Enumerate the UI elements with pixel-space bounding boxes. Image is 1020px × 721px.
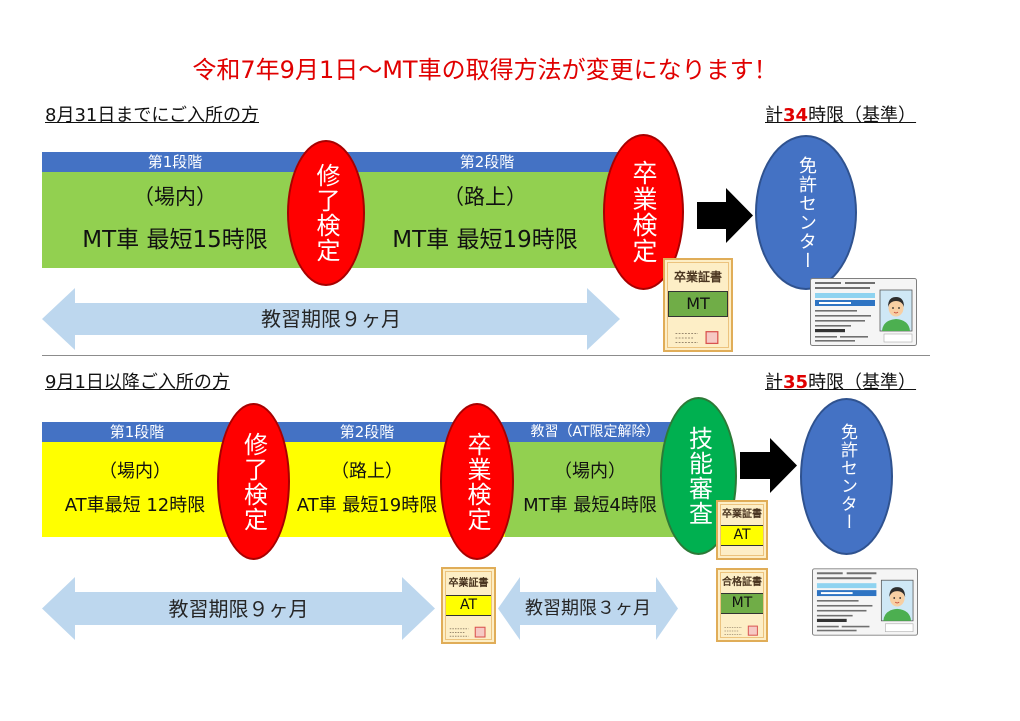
stage-place: （場内） (99, 461, 171, 482)
stage-band-mt (505, 442, 690, 537)
period-label: 教習期限９ヶ月 (168, 597, 309, 621)
arrow-right-shape (697, 188, 753, 243)
graduation-certificate-at: 卒業証書 AT (441, 567, 496, 644)
stage-detail: AT車最短 12時限 (64, 495, 206, 516)
stage-detail: MT車 最短4時限 (523, 495, 657, 516)
arrow-right-icon (740, 438, 797, 493)
exam-oval-completion: 修了検定 (287, 140, 365, 286)
stage-detail: AT車 最短19時限 (296, 495, 438, 516)
certificate-badge: AT (720, 525, 764, 546)
certificate-badge: MT (720, 593, 764, 614)
section-divider (42, 355, 930, 356)
exam-label: 修了検定 (239, 431, 268, 532)
license-card-graphic (812, 568, 918, 636)
stage-label-2: 第2段階 (339, 423, 395, 441)
certificate-title: 卒業証書 (722, 509, 762, 520)
total-hours-number: 35 (783, 372, 809, 393)
certificate-decoration (724, 625, 758, 636)
period-label: 教習期限３ヶ月 (525, 598, 651, 619)
double-arrow-shape (42, 577, 435, 640)
stage-label-1: 第1段階 (109, 423, 165, 441)
double-arrow-shape (498, 577, 678, 640)
license-center-label: 免許センター (796, 155, 817, 270)
certificate-decoration-graphic (449, 626, 486, 638)
stage-place: （路上） (331, 461, 403, 482)
arrow-right-shape (740, 438, 797, 493)
stage-place: （路上） (443, 185, 527, 209)
exam-oval-completion: 修了検定 (217, 403, 290, 560)
arrow-right-icon (697, 188, 753, 243)
license-card-graphic (810, 278, 917, 346)
section-heading-before: 8月31日までにご入所の方 (45, 105, 259, 126)
exam-label: 卒業検定 (629, 160, 658, 264)
exam-label: 修了検定 (312, 163, 340, 263)
certificate-decoration (449, 626, 486, 638)
period-label: 教習期限９ヶ月 (261, 307, 401, 331)
section-heading-after: 9月1日以降ご入所の方 (45, 372, 230, 393)
license-center-label: 免許センター (837, 422, 857, 531)
certificate-title: 合格証書 (722, 577, 762, 588)
period-arrow-mt (498, 577, 678, 640)
stage-strip-after (42, 422, 690, 442)
total-prefix: 計 (765, 105, 783, 126)
graduation-certificate-mt: 卒業証書 MT (663, 258, 733, 352)
certificate-decoration-graphic (724, 625, 758, 636)
total-hours-before: 計34時限（基準） (765, 105, 916, 127)
stage-label-1: 第1段階 (147, 153, 203, 171)
certificate-badge: AT (445, 595, 492, 616)
stage-detail: MT車 最短19時限 (392, 227, 578, 253)
exam-oval-graduation: 卒業検定 (603, 134, 684, 290)
graduation-certificate-at: 卒業証書 AT (716, 500, 768, 560)
double-arrow-shape (42, 288, 620, 350)
exam-label: 技能審査 (684, 426, 713, 526)
certificate-title: 卒業証書 (673, 270, 722, 284)
stage-place: （場内） (133, 185, 217, 209)
period-arrow-before (42, 288, 620, 350)
certificate-decoration-graphic (674, 331, 719, 345)
drivers-license-card-image (810, 278, 917, 346)
license-center-oval: 免許センター (755, 135, 857, 290)
certificate-decoration (674, 331, 719, 345)
total-hours-number: 34 (783, 105, 809, 126)
certificate-badge: MT (668, 291, 728, 317)
total-prefix: 計 (765, 372, 783, 393)
drivers-license-card-image (812, 568, 918, 636)
certificate-title: 卒業証書 (448, 578, 489, 589)
total-hours-after: 計35時限（基準） (765, 372, 916, 394)
page-title: 令和7年9月1日～MT車の取得方法が変更になります！ (192, 56, 778, 84)
stage-label-3: 教習（AT限定解除） (530, 424, 660, 440)
stage-place: （場内） (554, 461, 626, 482)
exam-label: 卒業検定 (463, 431, 491, 532)
license-center-oval: 免許センター (800, 398, 893, 555)
stage-detail: MT車 最短15時限 (82, 227, 268, 253)
stage-label-2: 第2段階 (459, 153, 515, 171)
pass-certificate-mt: 合格証書 MT (716, 568, 768, 642)
total-suffix: 時限（基準） (808, 372, 917, 393)
total-suffix: 時限（基準） (808, 105, 917, 126)
period-arrow-at (42, 577, 435, 640)
exam-oval-graduation: 卒業検定 (440, 403, 514, 560)
